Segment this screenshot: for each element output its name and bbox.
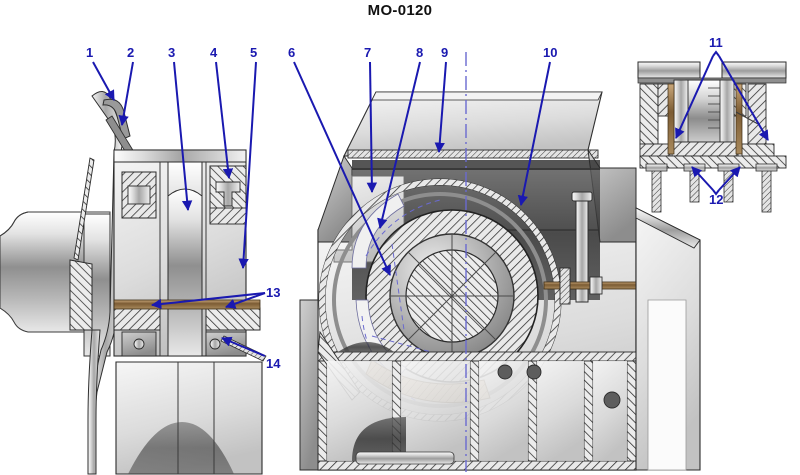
pedestal-cavity: [128, 422, 234, 474]
blade-sectors: [390, 234, 514, 358]
cover-plate-edge: [371, 91, 603, 101]
leader-13a: [150, 292, 266, 310]
leader-4: [215, 61, 234, 180]
bolted-joint-detail-inset: [637, 61, 787, 213]
base-rib-upper: [317, 351, 637, 362]
callout-leader-lines: [92, 55, 769, 357]
callout-number-11[interactable]: 11: [709, 35, 723, 50]
left-bearing-pack: [121, 171, 157, 219]
hub-wall-section: [69, 259, 93, 331]
hub-taper-section: [73, 157, 95, 261]
leader-8: [377, 61, 421, 230]
access-hole: [603, 391, 621, 409]
callout-number-7[interactable]: 7: [364, 45, 372, 60]
bronze-seal-ring: [113, 299, 261, 310]
outboard-top-edge: [635, 207, 701, 249]
callout-number-14[interactable]: 14: [266, 356, 281, 371]
callout-number-6[interactable]: 6: [288, 45, 296, 60]
detail-upper-plate-right: [721, 61, 787, 79]
outer-shroud-skin: [87, 329, 101, 475]
leader-6: [293, 61, 391, 276]
sump-pocket: [352, 417, 406, 461]
tie-rod-collar: [589, 276, 603, 295]
callout-number-4[interactable]: 4: [210, 45, 218, 60]
callout-number-5[interactable]: 5: [250, 45, 258, 60]
callout-number-13[interactable]: 13: [266, 285, 281, 300]
boss-nose: [167, 188, 203, 357]
leader-13b: [225, 292, 266, 309]
leader-2: [118, 61, 134, 127]
leader-1: [92, 61, 115, 101]
inclined-cover-plate: [343, 91, 603, 157]
leader-12a: [691, 166, 714, 191]
leader-12b: [718, 166, 741, 191]
detail-upper-plate-left: [637, 61, 701, 79]
access-hole: [526, 364, 542, 380]
detail-lower-flange: [639, 155, 787, 169]
callout-number-12[interactable]: 12: [709, 192, 724, 207]
callout-number-10[interactable]: 10: [543, 45, 558, 60]
ribbed-base-frame: [317, 330, 637, 471]
leader-11b: [718, 55, 769, 141]
joint-pin-left: [667, 83, 675, 155]
outboard-inner-face: [647, 299, 687, 471]
detail-mid-flange: [671, 141, 739, 157]
callout-vertices: [712, 50, 720, 196]
detail-studs: [645, 163, 778, 213]
callout-number-2[interactable]: 2: [127, 45, 135, 60]
callout-number-3[interactable]: 3: [168, 45, 176, 60]
leader-9: [434, 61, 447, 154]
detail-center-sleeve: [685, 79, 723, 143]
callout-number-1[interactable]: 1: [86, 45, 94, 60]
rod-bulkhead: [559, 267, 571, 305]
leader-5: [238, 61, 257, 270]
drawing-title: MO-0120: [367, 2, 433, 19]
stud-nut: [571, 191, 593, 202]
lower-seal-group: [113, 299, 267, 362]
joint-pin-right: [735, 83, 743, 155]
cover-bolt-flange: [347, 149, 599, 159]
left-shaft-bearing-section: [0, 91, 267, 475]
main-fan-housing-view: [299, 91, 701, 471]
leader-7: [366, 61, 378, 194]
inlet-cone: [338, 342, 394, 352]
leader-3: [173, 61, 193, 212]
callout-number-9[interactable]: 9: [441, 45, 449, 60]
callout-number-8[interactable]: 8: [416, 45, 424, 60]
shroud-segment-a: [351, 193, 405, 269]
access-hole: [497, 364, 513, 380]
leader-14: [221, 336, 266, 357]
left-outboard-skirt: [299, 299, 319, 471]
leader-11a: [675, 55, 714, 139]
leader-10: [517, 61, 551, 207]
